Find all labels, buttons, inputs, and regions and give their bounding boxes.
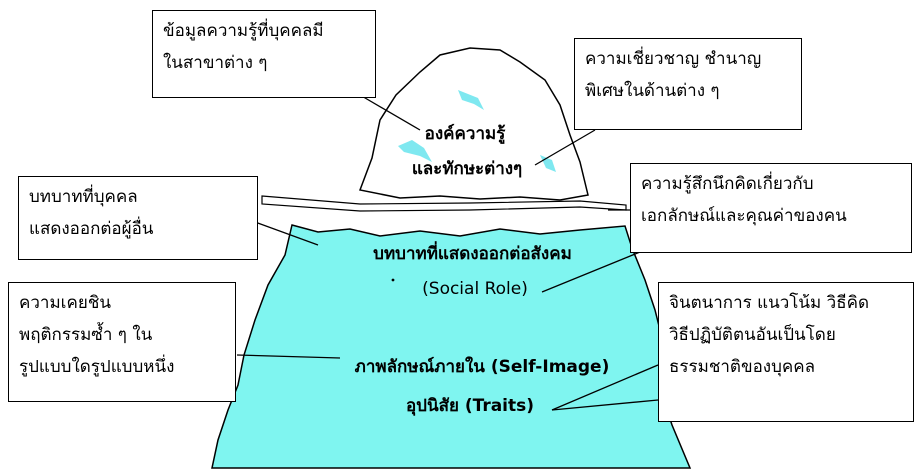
iceberg-tip: [358, 47, 589, 201]
callout-expertise-line2: พิเศษในด้านต่าง ๆ: [585, 81, 720, 101]
callout-feeling-line1: ความรู้สึกนึกคิดเกี่ยวกับ: [641, 174, 814, 194]
callout-habit-line2: พฤติกรรมซ้ำ ๆ ใน: [19, 325, 153, 345]
callout-habit-line1: ความเคยชิน: [19, 293, 111, 313]
social-role-label: บทบาทที่แสดงออกต่อสังคม: [373, 244, 572, 264]
callout-imagination-line1: จินตนาการ แนวโน้ม วิธีคิด: [669, 293, 869, 313]
callout-expertise-line1: ความเชี่ยวชาญ ชำนาญ: [585, 49, 762, 69]
callout-knowledge-line2: ในสาขาต่าง ๆ: [163, 53, 268, 73]
callout-role: บทบาทที่บุคคล แสดงออกต่อผู้อื่น: [18, 176, 258, 260]
callout-imagination-line3: ธรรมชาติของบุคคล: [669, 357, 816, 377]
callout-imagination-line2: วิธีปฏิบัติตนอันเป็นโดย: [669, 325, 836, 345]
callout-feeling-line2: เอกลักษณ์และคุณค่าของคน: [641, 206, 847, 226]
callout-feeling: ความรู้สึกนึกคิดเกี่ยวกับ เอกลักษณ์และคุ…: [630, 163, 912, 253]
tip-label-line1: องค์ความรู้: [424, 124, 506, 144]
callout-expertise: ความเชี่ยวชาญ ชำนาญ พิเศษในด้านต่าง ๆ: [574, 38, 802, 130]
social-role-label-en: (Social Role): [422, 279, 528, 299]
self-image-label: ภาพลักษณ์ภายใน (Self-Image): [354, 357, 610, 377]
ice-highlight: [398, 140, 432, 162]
traits-label: อุปนิสัย (Traits): [405, 396, 535, 416]
callout-knowledge: ข้อมูลความรู้ที่บุคคลมี ในสาขาต่าง ๆ: [152, 10, 376, 98]
callout-role-line1: บทบาทที่บุคคล: [29, 187, 138, 207]
callout-habit: ความเคยชิน พฤติกรรมซ้ำ ๆ ใน รูปแบบใดรูปแ…: [8, 282, 236, 402]
callout-habit-line3: รูปแบบใดรูปแบบหนึ่ง: [19, 357, 175, 377]
callout-knowledge-line1: ข้อมูลความรู้ที่บุคคลมี: [163, 21, 324, 41]
ice-highlight: [458, 90, 484, 110]
water-dot: [391, 278, 395, 282]
pointer-lines: [236, 94, 659, 411]
callout-role-line2: แสดงออกต่อผู้อื่น: [29, 219, 154, 239]
callout-imagination: จินตนาการ แนวโน้ม วิธีคิด วิธีปฏิบัติตนอ…: [658, 282, 914, 422]
tip-label-line2: และทักษะต่างๆ: [411, 159, 523, 179]
